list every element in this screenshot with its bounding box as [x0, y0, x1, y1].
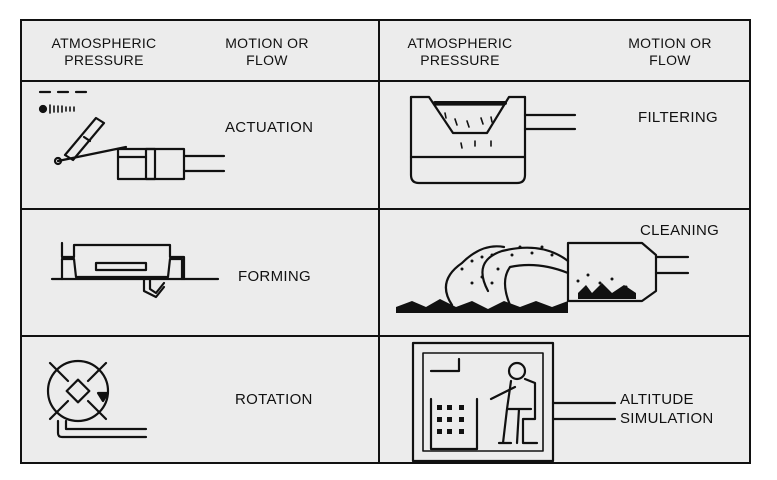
row-divider-1 — [22, 208, 749, 210]
label-rotation: ROTATION — [235, 391, 313, 408]
vacuum-cleaner-icon — [396, 221, 692, 313]
label-forming: FORMING — [238, 268, 311, 285]
piston-actuator-icon — [38, 91, 248, 191]
header-divider — [22, 80, 749, 82]
label-filtering: FILTERING — [638, 109, 718, 126]
vacuum-forming-icon — [52, 239, 222, 309]
altitude-chamber-icon — [407, 339, 737, 463]
center-divider — [378, 21, 380, 462]
row-divider-2 — [22, 335, 749, 337]
vacuum-filter-icon — [405, 91, 605, 191]
label-actuation: ACTUATION — [225, 119, 314, 136]
label-cleaning: CLEANING — [640, 222, 720, 239]
rotary-vane-icon — [36, 351, 166, 461]
